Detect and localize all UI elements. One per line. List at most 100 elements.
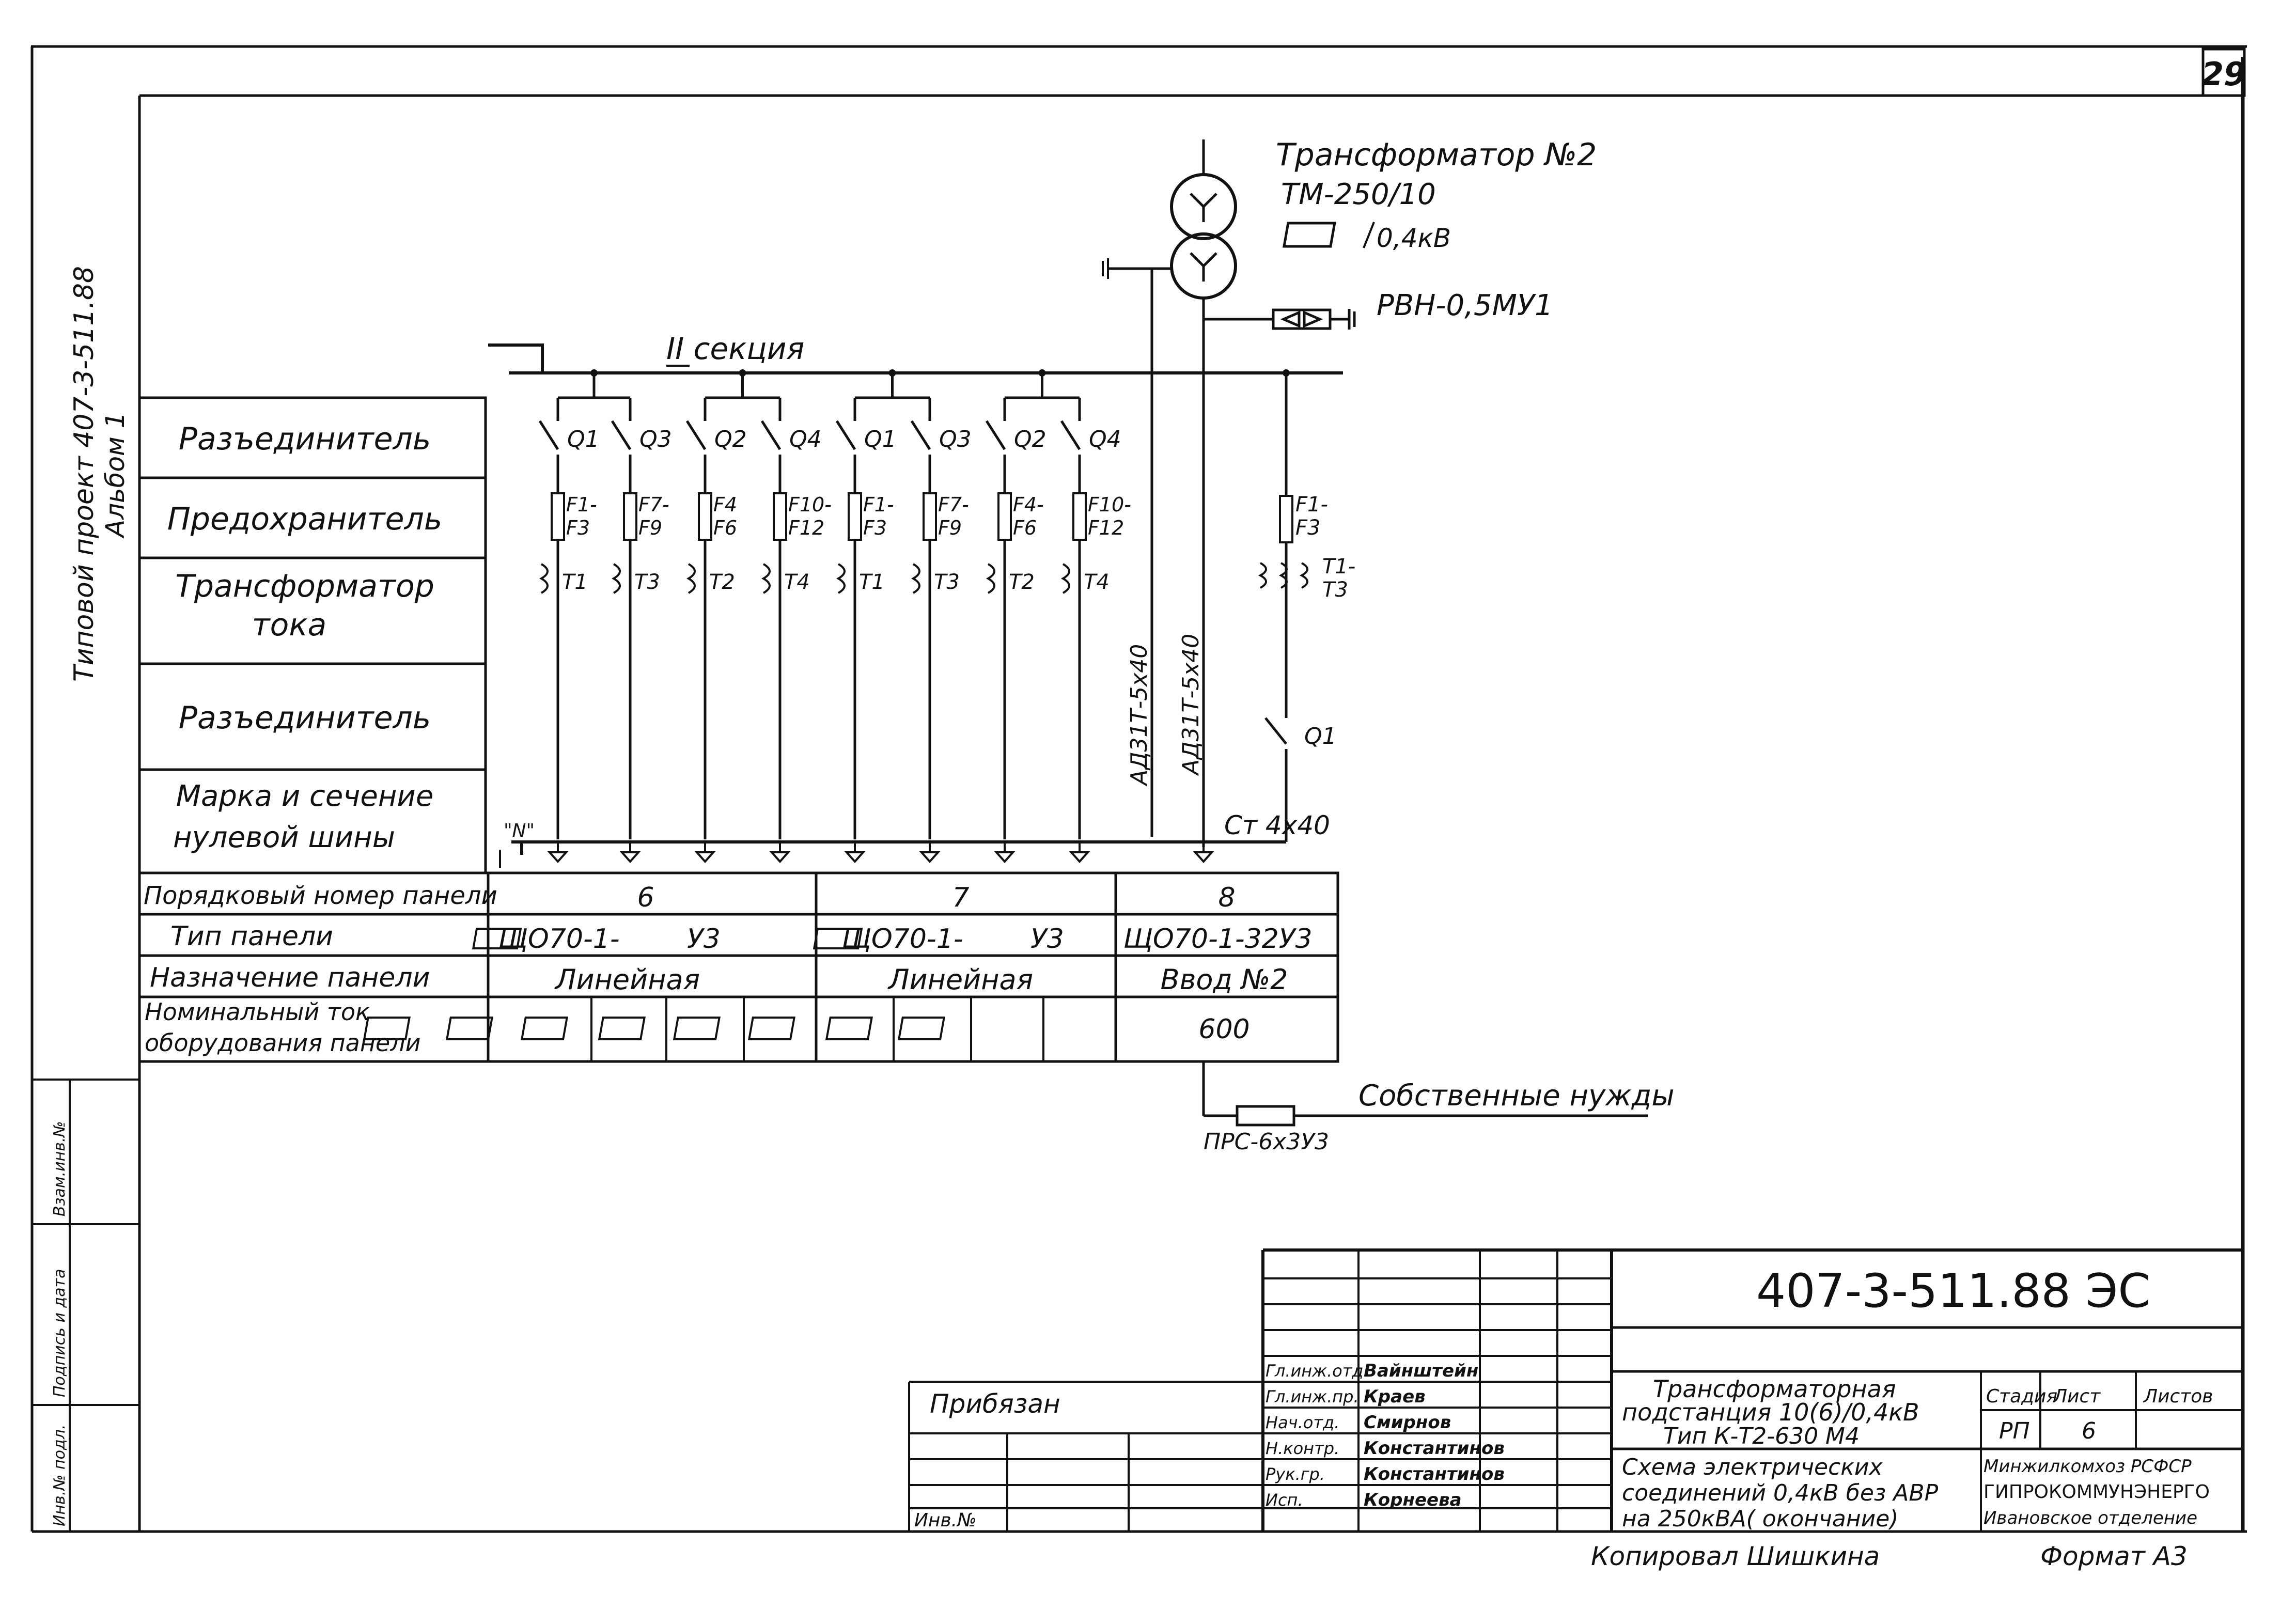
disconnector-label: Q1 (864, 426, 897, 452)
ct-label: T2 (1009, 570, 1035, 594)
aux-label: Собственные нужды (1358, 1079, 1675, 1113)
panel-7-type-suffix: У3 (1030, 924, 1064, 955)
zero-terminal (1193, 842, 1214, 864)
current-transformer-symbol (1061, 563, 1070, 594)
panel-6-type-suffix: У3 (687, 924, 721, 955)
role-name: Константинов (1364, 1438, 1505, 1459)
panel-6-number: 6 (637, 882, 654, 913)
ct-label: T4 (1084, 570, 1110, 594)
org-line-3: Ивановское отделение (1983, 1508, 2197, 1528)
voltage-placeholder-box (1282, 222, 1336, 248)
fuse-label-2: F6 (1013, 517, 1037, 539)
sheet-header: Лист (2052, 1386, 2101, 1407)
fuse-label-1: F1- (566, 493, 597, 516)
arrester-symbol (1204, 308, 1356, 330)
row-label-ct-1: Трансформатор (175, 568, 434, 604)
input-disconnector-label: Q1 (1304, 723, 1337, 749)
ct-label: T3 (934, 570, 960, 594)
transformer-title: Трансформатор №2 (1276, 137, 1597, 173)
fuse-label-2: F9 (938, 517, 962, 539)
fuse-label-2: F9 (638, 517, 662, 539)
role-label: Н.контр. (1266, 1439, 1339, 1458)
sheet-title-line-2: соединений 0,4кВ без АВР (1622, 1480, 1939, 1506)
margin-inv-subst: Взам.инв.№ (51, 1121, 69, 1216)
role-label: Гл.инж.пр. (1266, 1387, 1359, 1407)
row-label-disconnector-2: Разъединитель (179, 700, 431, 736)
current-transformer-symbol (986, 563, 995, 594)
fuse-label-1: F10- (788, 493, 832, 516)
transformer-2-symbol (1102, 139, 1237, 847)
role-label: Нач.отд. (1266, 1413, 1339, 1432)
fuse-symbol (1072, 492, 1087, 541)
fuse-label-1: F7- (938, 493, 969, 516)
input-fuse-label-2: F3 (1295, 516, 1320, 540)
title-roles: Гл.инж.отд.ВайнштейнГл.инж.пр.КраевНач.о… (1266, 1361, 1505, 1510)
disconnector-symbol (760, 420, 782, 450)
stage-header: Стадия (1986, 1386, 2057, 1407)
input-fuse-label-1: F1- (1295, 493, 1328, 517)
current-cell-dividers (590, 997, 1044, 1061)
ct-label: T4 (784, 570, 810, 594)
object-line-1: Трансформаторная (1653, 1375, 1896, 1403)
fuse-symbol (848, 492, 862, 541)
zero-terminal (547, 842, 569, 864)
fuse-label-1: F4- (1013, 493, 1044, 516)
panel-row-type-header: Тип панели (170, 921, 333, 952)
panel-7-number: 7 (952, 882, 969, 913)
fuse-symbol (773, 492, 787, 541)
doc-code: 407-3-511.88 ЭС (1756, 1264, 2150, 1318)
current-placeholders (363, 1017, 945, 1040)
org-line-1: Минжилкомхоз РСФСР (1983, 1456, 2192, 1477)
disconnector-label: Q3 (639, 426, 672, 452)
margin-stamp-frame (32, 1079, 139, 1532)
feeder-group: Q1F1-F3T1Q3F7-F9T3Q2F4F6T2Q4F10-F12T4Q1F… (538, 369, 1131, 839)
role-name: Смирнов (1364, 1412, 1451, 1433)
arrester-label: РВН-0,5МУ1 (1377, 289, 1553, 322)
role-name: Краев (1364, 1386, 1426, 1407)
current-transformer-symbol (686, 563, 696, 594)
row-label-ct-2: тока (252, 607, 327, 643)
aux-feed (1202, 1061, 1648, 1127)
zero-terminal (619, 842, 641, 864)
panel-row-purpose-header: Назначение панели (150, 962, 430, 993)
attached-label: Прибязан (930, 1389, 1060, 1419)
disconnector-symbol (835, 420, 856, 450)
row-label-zero-bus-2: нулевой шины (173, 821, 395, 854)
cable-label-b: АД31Т-5х40 (1178, 634, 1204, 776)
input-ct-label-1: T1- (1322, 555, 1355, 579)
role-name: Корнеева (1364, 1490, 1462, 1510)
disconnector-label: Q3 (939, 426, 972, 452)
role-name: Константинов (1364, 1464, 1505, 1485)
input-feeder (1204, 369, 1308, 843)
panel-6-purpose: Линейная (554, 963, 700, 996)
row-label-zero-bus-1: Марка и сечение (176, 779, 434, 813)
zero-terminal (769, 842, 791, 864)
panel-8-number: 8 (1218, 882, 1235, 913)
sheet-title-line-3: на 250кВА( окончание) (1622, 1506, 1898, 1532)
sheets-header: Листов (2143, 1386, 2213, 1407)
fuse-label-2: F6 (713, 517, 737, 539)
disconnector-label: Q4 (1089, 426, 1121, 452)
current-transformer-symbol (612, 563, 621, 594)
disconnector-symbol (685, 420, 707, 450)
disconnector-label: Q4 (789, 426, 822, 452)
row-label-disconnector-1: Разъединитель (179, 421, 431, 457)
fuse-symbol (923, 492, 937, 541)
disconnector-symbol (910, 420, 931, 450)
disconnector-label: Q2 (714, 426, 747, 452)
panel-8-purpose: Ввод №2 (1161, 963, 1288, 996)
ct-label: T1 (562, 570, 588, 594)
panel-row-current-header-1: Номинальный ток (145, 998, 370, 1026)
disconnector-symbol (611, 420, 632, 450)
fuse-label-2: F12 (788, 517, 824, 539)
role-label: Гл.инж.отд. (1266, 1361, 1369, 1381)
copied-by: Копировал Шишкина (1591, 1541, 1880, 1571)
fuse-label-2: F12 (1088, 517, 1124, 539)
busbar-section-2 (488, 343, 1343, 374)
